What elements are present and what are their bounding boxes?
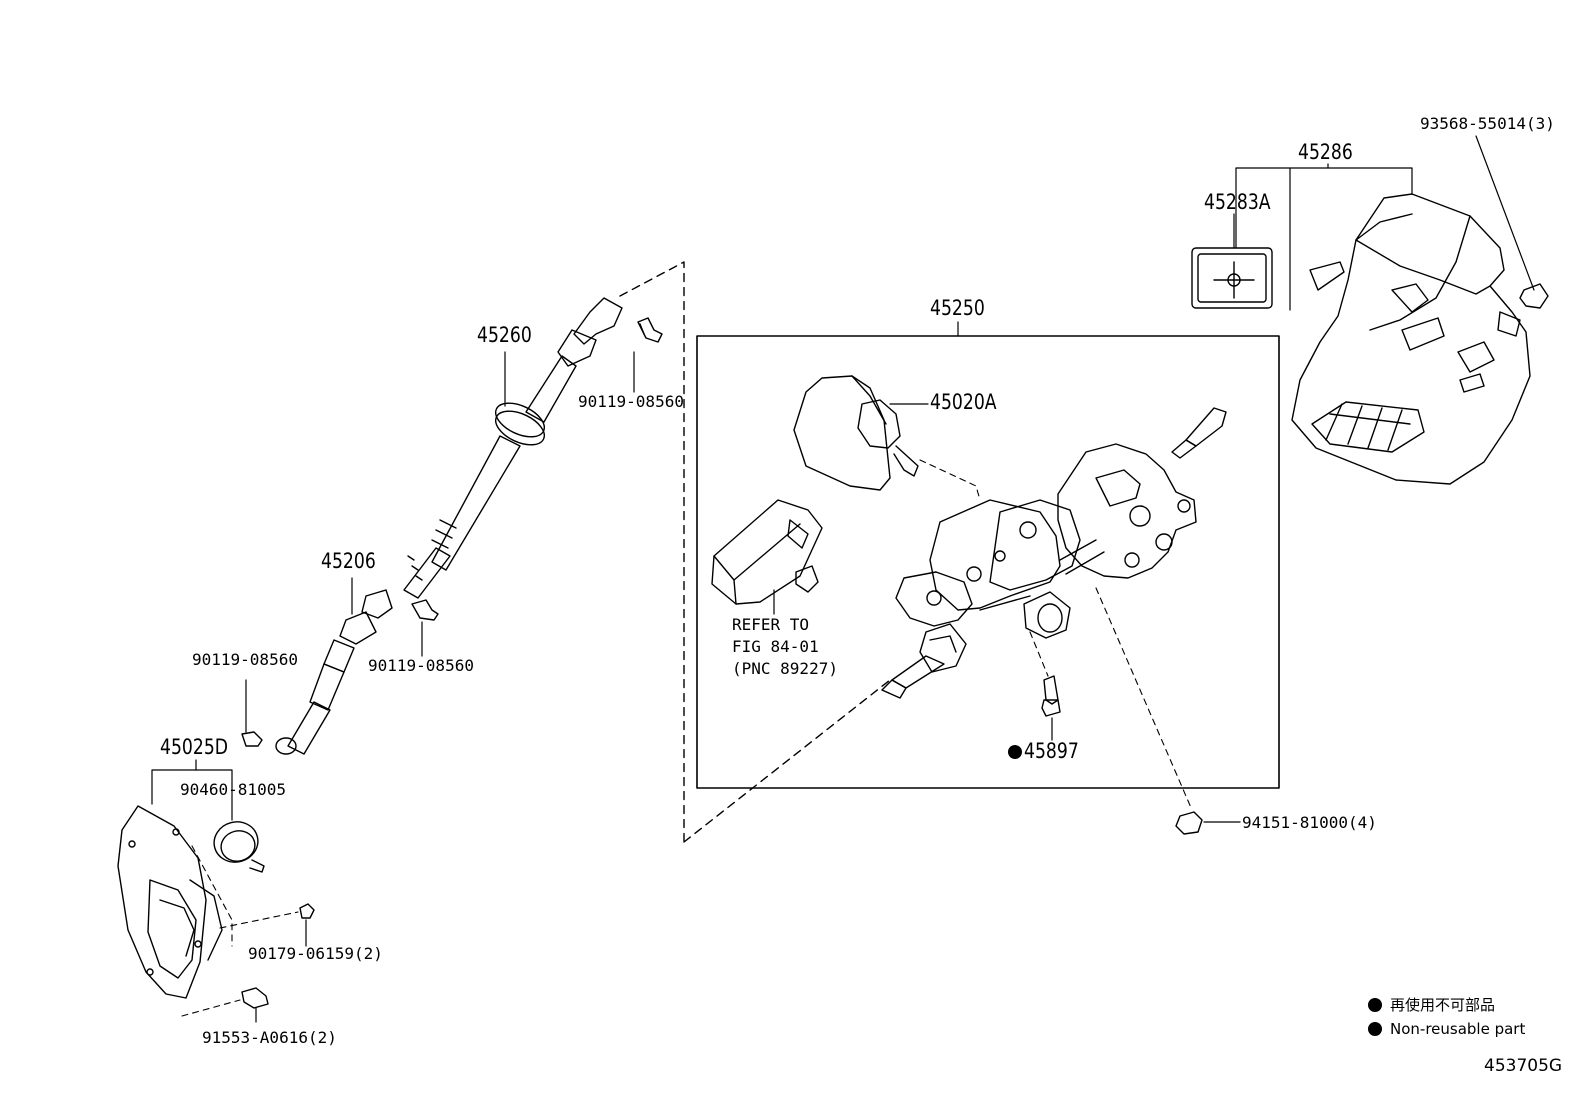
figure-id: 453705G — [1484, 1056, 1563, 1076]
label-90119-left: 90119-08560 — [192, 650, 298, 669]
label-45283A: 45283A — [1204, 190, 1271, 214]
boot-cover-45025D — [117, 805, 223, 999]
legend-english-text: Non-reusable part — [1390, 1020, 1526, 1038]
legend-japanese-text: 再使用不可部品 — [1390, 996, 1496, 1014]
steering-column — [881, 407, 1227, 699]
screw-93568 — [1519, 283, 1549, 309]
label-45020A: 45020A — [930, 390, 997, 414]
bolt-45897 — [1041, 675, 1061, 717]
legend-dot-icon — [1368, 997, 1382, 1012]
label-45260: 45260 — [477, 323, 532, 347]
legend-japanese: 再使用不可部品 — [1368, 994, 1495, 1015]
legend-english: Non-reusable part — [1368, 1020, 1525, 1038]
label-91553: 91553-A0616(2) — [202, 1028, 337, 1047]
lock-assembly-45020A — [793, 375, 919, 491]
bolt-90119-mid — [411, 599, 439, 621]
refer-note: REFER TO FIG 84-01 (PNC 89227) — [732, 614, 838, 680]
bolt-90119-top — [637, 317, 663, 343]
label-plate-45283A — [1191, 247, 1273, 309]
non-reusable-marker-icon — [1008, 744, 1022, 759]
label-93568: 93568-55014(3) — [1420, 114, 1555, 133]
refer-note-line1: REFER TO — [732, 615, 810, 634]
label-45206: 45206 — [321, 549, 376, 573]
sliding-yoke-45206 — [275, 589, 393, 755]
legend-dot-icon — [1368, 1022, 1382, 1036]
label-90119-mid: 90119-08560 — [368, 656, 474, 675]
intermediate-shaft-45260 — [403, 297, 623, 599]
switch-module — [711, 499, 823, 605]
clamp-90460 — [213, 821, 265, 873]
nut-90179 — [299, 903, 315, 919]
label-45897: 45897 — [1024, 739, 1079, 763]
label-45250: 45250 — [930, 296, 985, 320]
refer-note-line3: (PNC 89227) — [732, 659, 838, 678]
refer-note-line2: FIG 84-01 — [732, 637, 819, 656]
bolt-90119-left — [241, 731, 263, 747]
label-45025D: 45025D — [160, 735, 229, 759]
label-45286: 45286 — [1298, 140, 1353, 164]
column-cover-45286 — [1291, 193, 1531, 485]
label-45897-group: 45897 — [1008, 741, 1091, 762]
label-90119-top: 90119-08560 — [578, 392, 684, 411]
label-90460: 90460-81005 — [180, 780, 286, 799]
nut-94151 — [1175, 811, 1203, 835]
bolt-91553 — [241, 987, 269, 1009]
label-90179: 90179-06159(2) — [248, 944, 383, 963]
label-94151: 94151-81000(4) — [1242, 813, 1377, 832]
